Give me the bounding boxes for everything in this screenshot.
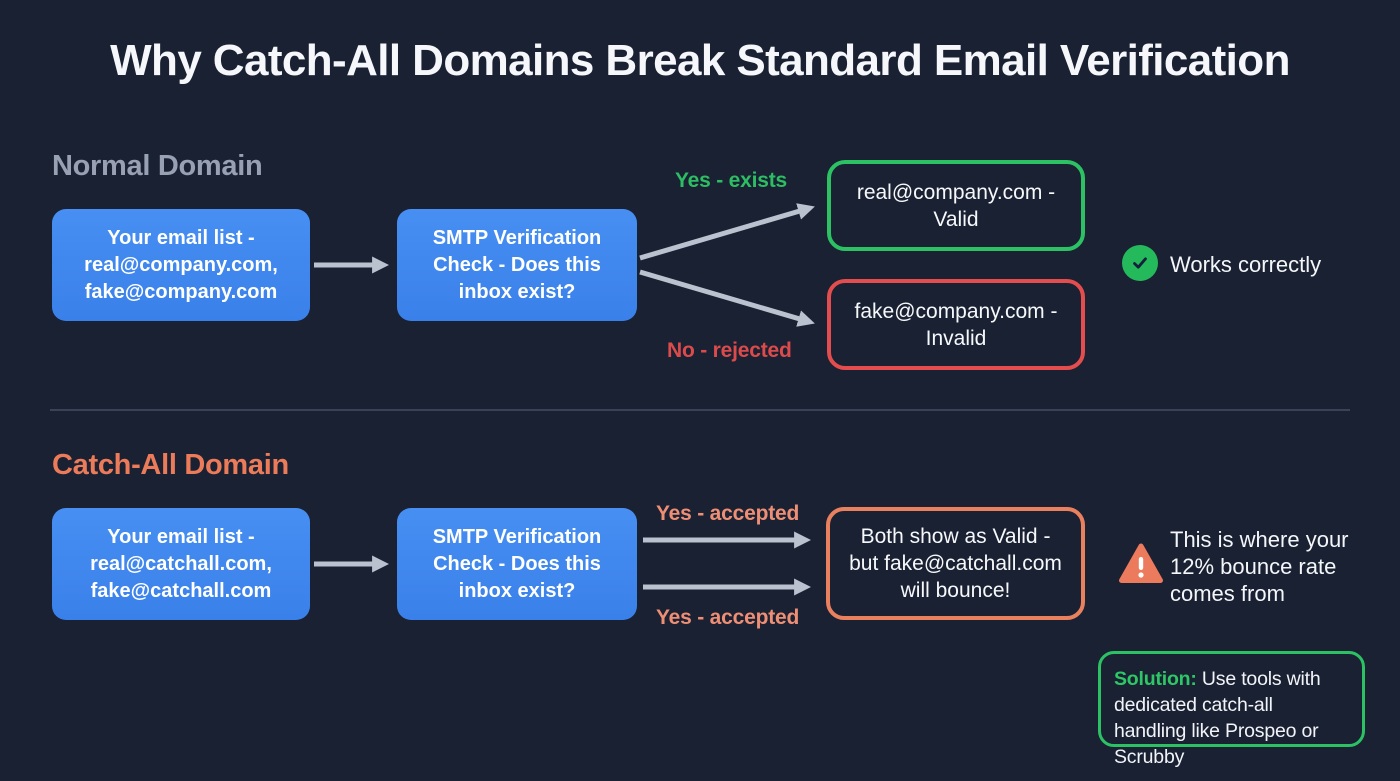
solution-text: Use tools with dedicated catch-all handl… xyxy=(1114,668,1321,768)
section-divider xyxy=(50,409,1350,411)
normal-smtp-check-box: SMTP Verification Check - Does this inbo… xyxy=(397,209,637,321)
works-correctly-label: Works correctly xyxy=(1170,252,1322,277)
solution-label: Solution: xyxy=(1114,668,1197,690)
catchall-yes-accepted-top-label: Yes - accepted xyxy=(656,502,800,525)
check-icon xyxy=(1122,245,1158,281)
normal-valid-result-box: real@company.com - Valid xyxy=(827,160,1085,251)
normal-domain-heading: Normal Domain xyxy=(52,150,263,182)
catchall-email-list-box: Your email list - real@catchall.com, fak… xyxy=(52,508,310,620)
warning-icon xyxy=(1118,543,1164,590)
page-title: Why Catch-All Domains Break Standard Ema… xyxy=(110,36,1290,85)
catchall-result-box: Both show as Valid - but fake@catchall.c… xyxy=(826,507,1085,620)
normal-email-list-box: Your email list - real@company.com, fake… xyxy=(52,209,310,321)
arrow-normal-smtp-to-valid xyxy=(639,203,815,261)
catchall-domain-heading: Catch-All Domain xyxy=(52,449,289,481)
normal-invalid-result-box: fake@company.com - Invalid xyxy=(827,279,1085,370)
normal-no-rejected-label: No - rejected xyxy=(667,339,792,362)
normal-yes-exists-label: Yes - exists xyxy=(675,169,788,192)
catchall-yes-accepted-bottom-label: Yes - accepted xyxy=(656,606,800,629)
bounce-rate-note: This is where your 12% bounce rate comes… xyxy=(1170,527,1349,606)
solution-box: Solution: Use tools with dedicated catch… xyxy=(1098,651,1365,768)
arrow-normal-smtp-to-invalid xyxy=(639,269,815,327)
catchall-smtp-check-box: SMTP Verification Check - Does this inbo… xyxy=(397,508,637,620)
